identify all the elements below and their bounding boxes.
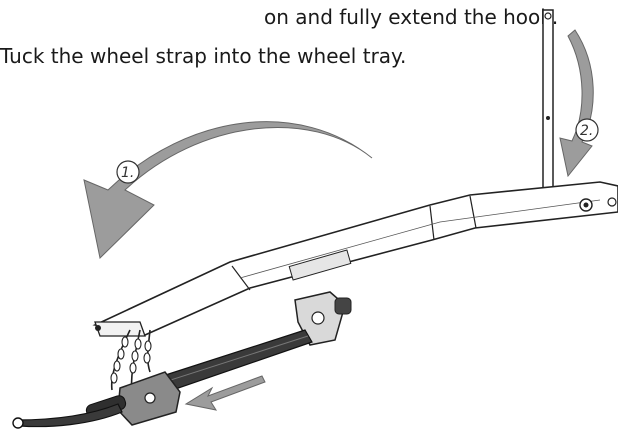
step-1-label: 1. — [121, 165, 134, 181]
vertical-handle — [542, 9, 554, 193]
adjust-knob — [334, 297, 352, 315]
rotate-arrow-2 — [559, 29, 594, 178]
wheel-cradle — [94, 321, 146, 337]
pivot-bracket — [294, 291, 352, 346]
step-2-callout: 2. — [575, 118, 599, 142]
rotate-arrow-1 — [83, 121, 373, 260]
tow-bar-boom — [92, 181, 618, 336]
step-1-callout: 1. — [116, 160, 140, 184]
extend-arrow — [184, 375, 266, 411]
instruction-line-1: on and fully extend the hook. — [264, 5, 559, 29]
step-2-label: 2. — [580, 123, 593, 139]
tow-hook — [12, 403, 123, 429]
instruction-line-2: Tuck the wheel strap into the wheel tray… — [0, 44, 407, 68]
